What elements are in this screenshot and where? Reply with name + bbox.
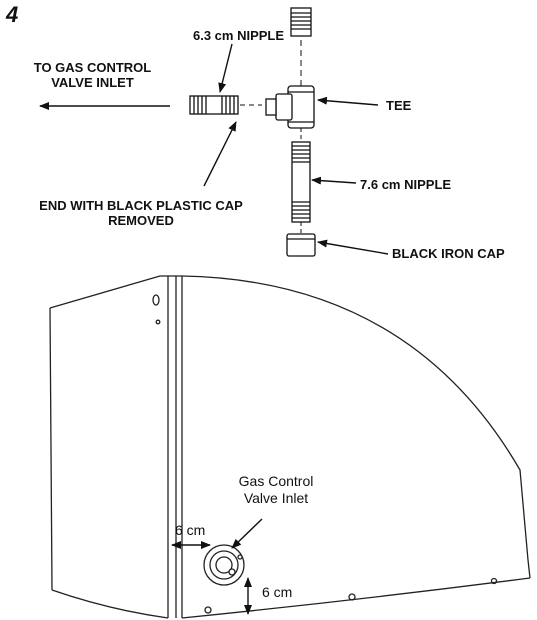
label-line: REMOVED bbox=[108, 213, 174, 228]
tee-fitting bbox=[265, 85, 315, 129]
long-nipple bbox=[291, 141, 311, 223]
leader-lines bbox=[39, 43, 389, 255]
label-long-nipple-word: NIPPLE bbox=[400, 177, 452, 192]
label-short-nipple: 6.3 cm NIPPLE bbox=[193, 28, 285, 43]
dimension-arrows bbox=[171, 518, 263, 615]
black-iron-cap bbox=[286, 233, 316, 257]
pipe-assembly bbox=[189, 7, 316, 257]
heater-body bbox=[49, 275, 531, 619]
label-bottom-distance: 6 cm bbox=[262, 584, 293, 600]
label-end-cap-removed: END WITH BLACK PLASTIC CAP REMOVED bbox=[8, 198, 274, 228]
step-number: 4 bbox=[6, 2, 19, 27]
label-black-iron-cap: BLACK IRON CAP bbox=[392, 246, 505, 261]
label-line: TO GAS CONTROL bbox=[33, 60, 152, 75]
label-line: Gas Control bbox=[238, 473, 314, 489]
label-tee: TEE bbox=[386, 98, 412, 113]
label-line: VALVE INLET bbox=[51, 75, 134, 90]
label-line: Valve Inlet bbox=[243, 490, 309, 506]
label-side-distance: 6 cm bbox=[175, 522, 206, 538]
label-line: END WITH BLACK PLASTIC CAP bbox=[39, 198, 243, 213]
short-nipple bbox=[189, 95, 239, 115]
label-long-nipple-unit: cm bbox=[381, 177, 401, 192]
top-threaded-fitting bbox=[290, 7, 312, 37]
label-gas-control-inlet: Gas Control Valve Inlet bbox=[224, 473, 328, 507]
label-to-gas-control: TO GAS CONTROL VALVE INLET bbox=[20, 60, 165, 90]
label-long-nipple-value: 7.6 bbox=[360, 177, 382, 192]
label-long-nipple: 7.6 cm NIPPLE bbox=[360, 177, 451, 192]
gas-valve-inlet bbox=[203, 544, 245, 586]
